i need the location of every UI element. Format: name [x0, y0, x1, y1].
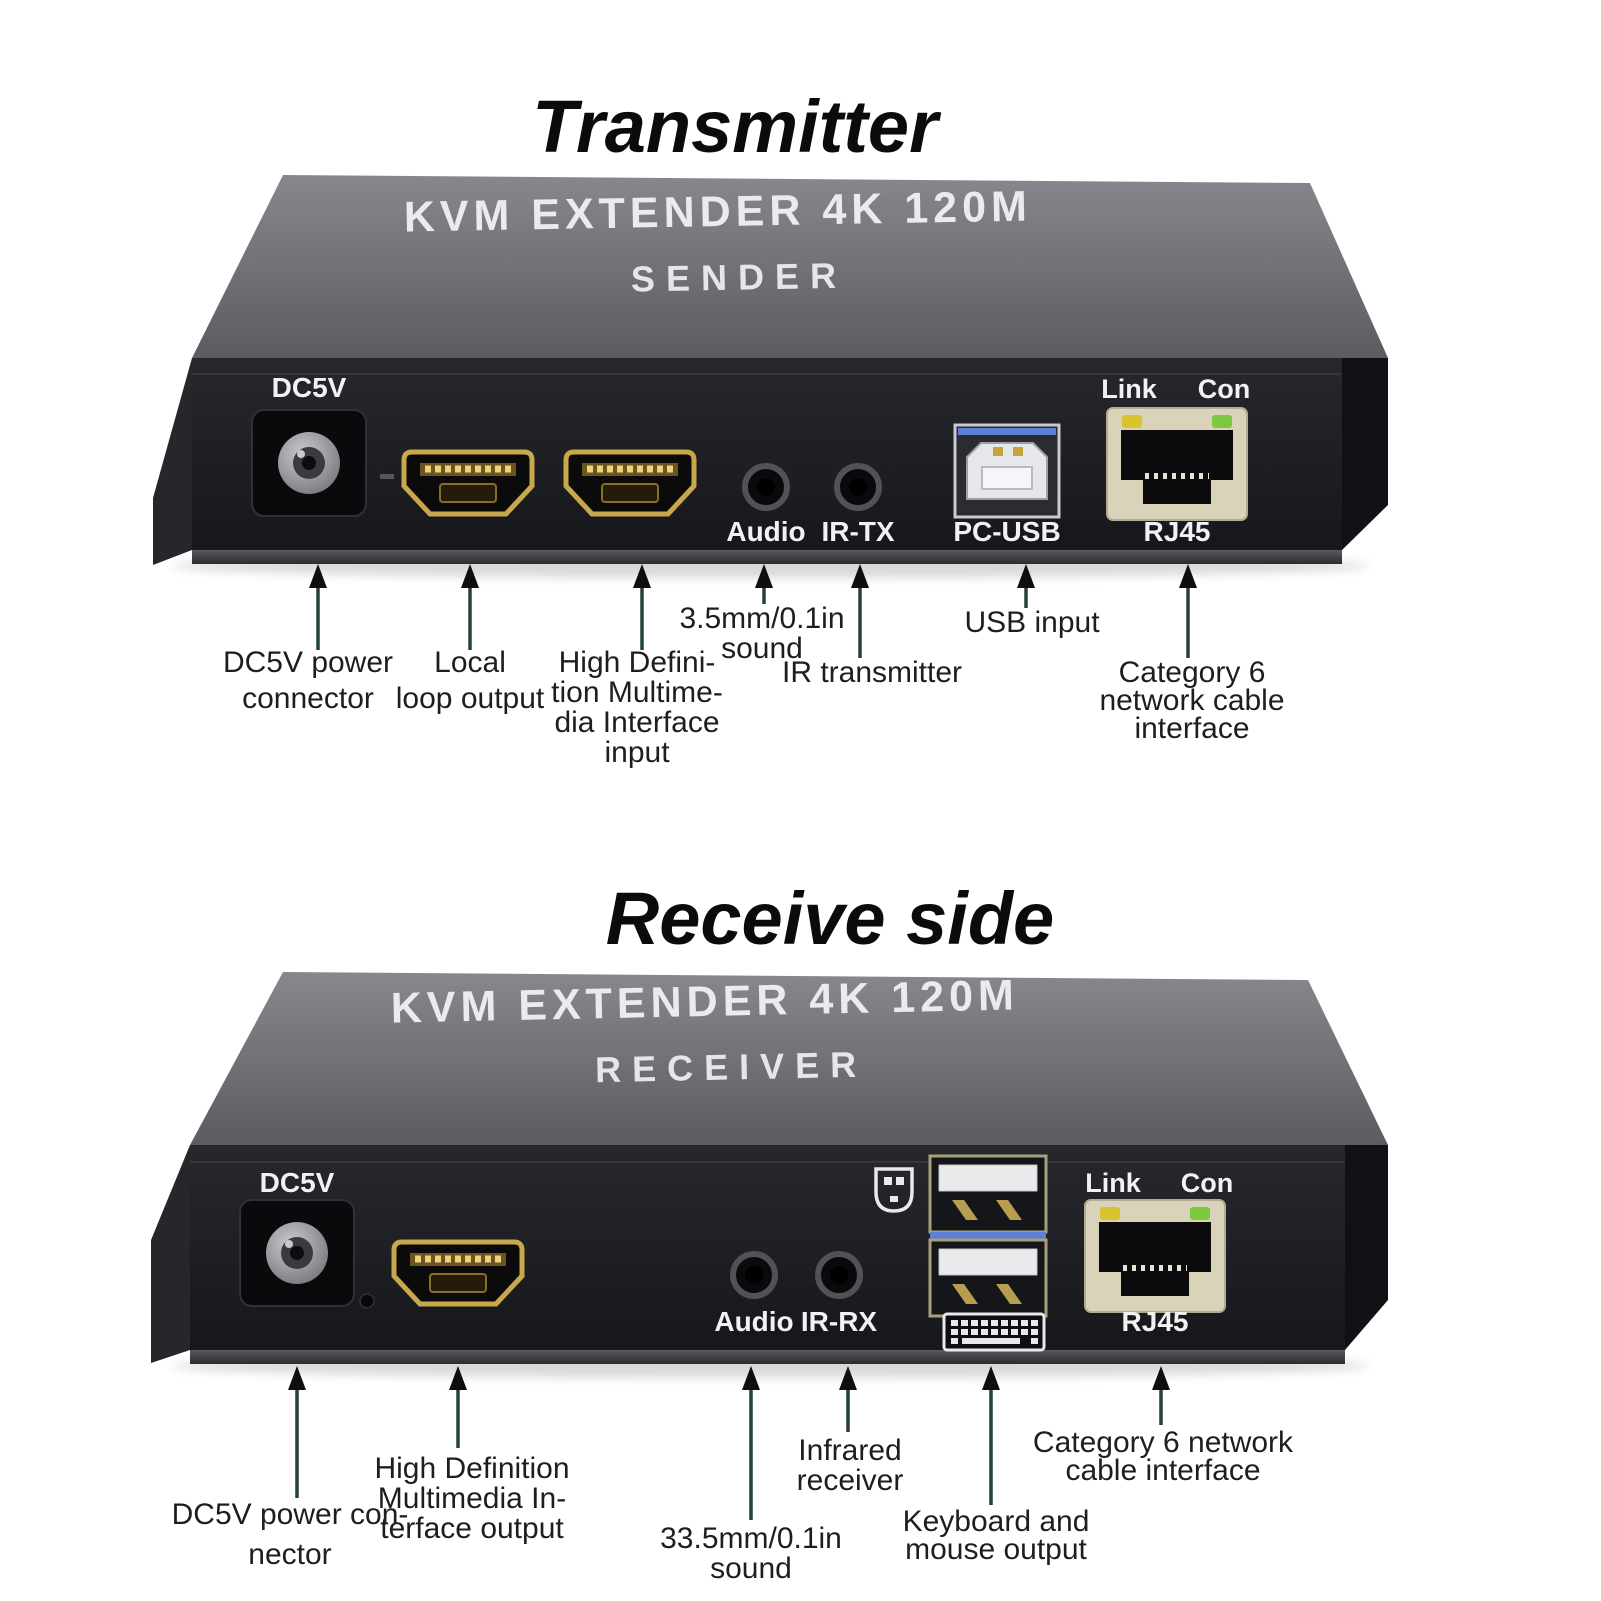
usb-glow-divider — [930, 1232, 1046, 1240]
transmitter-right-face — [1342, 358, 1388, 550]
ir-tx-jack — [837, 466, 879, 508]
dc5v-jack — [239, 1199, 355, 1307]
callout-arrow-dc5v — [309, 564, 327, 650]
hdmi-port-input — [566, 452, 694, 514]
callout-arrow-ir-tx — [851, 564, 869, 658]
callout-line: Category 6 — [1119, 656, 1266, 689]
receiver-top-face — [190, 972, 1388, 1145]
ir-rx-label: IR-RX — [801, 1306, 878, 1337]
hdmi-port-loop-out — [404, 452, 532, 514]
callout-line: 33.5mm/0.1in — [660, 1522, 842, 1555]
keyboard-icon — [942, 1312, 1046, 1352]
audio-label: Audio — [714, 1306, 793, 1337]
receiver-callout-arrows — [288, 1366, 1170, 1520]
callout-line: High Definition — [374, 1452, 569, 1485]
usb-a-port-bottom — [928, 1238, 1048, 1318]
receiver-title: Receive side — [606, 877, 1054, 960]
status-led-hole — [359, 1293, 375, 1309]
transmitter-callout-arrows — [309, 564, 1197, 658]
callout-line: terface output — [380, 1512, 564, 1545]
receiver-callout-labels: DC5V power con- nector High Definition M… — [172, 1426, 1294, 1585]
callout-line: tion Multime- — [551, 676, 723, 709]
callout-line: mouse output — [905, 1533, 1087, 1566]
usb-a-port-top — [928, 1154, 1048, 1234]
ir-rx-jack — [818, 1254, 860, 1296]
pc-usb-label: PC-USB — [953, 516, 1060, 547]
callout-line: Category 6 network — [1033, 1426, 1294, 1459]
callout-line: cable interface — [1065, 1454, 1260, 1487]
rj45-label: RJ45 — [1144, 516, 1211, 547]
callout-line: sound — [710, 1552, 792, 1585]
receiver-receiver-text: RECEIVER — [595, 1044, 868, 1091]
dc5v-jack — [251, 409, 367, 517]
transmitter-device: KVM EXTENDER 4K 120M SENDER DC5V Audio I… — [153, 175, 1388, 578]
callout-arrow-rj45 — [1179, 564, 1197, 658]
callout-arrow-ir-rx — [839, 1366, 857, 1432]
callout-line: 3.5mm/0.1in — [679, 602, 844, 635]
callout-line: nector — [248, 1538, 331, 1571]
rj45-port — [1085, 1200, 1225, 1312]
panel-dash — [380, 474, 394, 479]
dc5v-label: DC5V — [260, 1167, 335, 1198]
receiver-section: Receive side KVM EXTENDER 4K 120M RECEIV… — [151, 877, 1388, 1585]
rj45-label: RJ45 — [1122, 1306, 1189, 1337]
callout-arrow-hdmi-out — [449, 1366, 467, 1448]
audio-jack — [745, 466, 787, 508]
receiver-right-face — [1345, 1145, 1388, 1350]
pc-usb-port — [953, 423, 1061, 519]
callout-line: Infrared — [798, 1434, 901, 1467]
mouse-icon — [874, 1167, 914, 1213]
hdmi-port-output — [394, 1242, 522, 1304]
transmitter-top-text: KVM EXTENDER 4K 120M — [403, 183, 1032, 242]
ir-tx-label: IR-TX — [821, 516, 894, 547]
callout-line: dia Interface — [554, 706, 719, 739]
callout-line: Multimedia In- — [378, 1482, 566, 1515]
transmitter-callout-labels: DC5V power connector Local loop output H… — [223, 602, 1285, 769]
callout-line: High Defini- — [559, 646, 716, 679]
callout-arrow-kbm — [982, 1366, 1000, 1505]
transmitter-top-face — [192, 175, 1388, 358]
transmitter-left-face — [153, 358, 192, 565]
transmitter-sender-text: SENDER — [631, 255, 848, 300]
receiver-bottom-lip — [190, 1350, 1345, 1364]
transmitter-title: Transmitter — [532, 85, 942, 168]
transmitter-bottom-lip — [192, 550, 1342, 564]
callout-line: receiver — [797, 1464, 904, 1497]
audio-label: Audio — [726, 516, 805, 547]
link-led-label: Link — [1085, 1168, 1141, 1198]
transmitter-section: Transmitter KVM EXTENDER 4K 120M SENDER … — [153, 85, 1388, 769]
callout-line: input — [604, 736, 670, 769]
callout-arrow-audio — [755, 564, 773, 604]
callout-line: network cable — [1099, 684, 1284, 717]
callout-line: connector — [242, 682, 374, 715]
callout-arrow-dc5v — [288, 1366, 306, 1498]
callout-line: Local — [434, 646, 506, 679]
callout-arrow-hdmi-in — [633, 564, 651, 650]
callout-line: Keyboard and — [903, 1505, 1090, 1538]
callout-line: interface — [1134, 712, 1249, 745]
receiver-device: KVM EXTENDER 4K 120M RECEIVER DC5V Audio… — [151, 971, 1388, 1378]
receiver-left-face — [151, 1145, 190, 1363]
con-led-label: Con — [1181, 1168, 1233, 1198]
callout-line: loop output — [396, 682, 545, 715]
callout-line: sound — [721, 632, 803, 665]
callout-line: DC5V power con- — [172, 1498, 409, 1531]
rj45-port — [1107, 408, 1247, 520]
callout-line: USB input — [964, 606, 1100, 639]
callout-arrow-loop-out — [461, 564, 479, 650]
callout-line: DC5V power — [223, 646, 393, 679]
link-led-label: Link — [1101, 374, 1157, 404]
audio-jack — [733, 1254, 775, 1296]
callout-arrow-audio — [742, 1366, 760, 1520]
dc5v-label: DC5V — [272, 372, 347, 403]
con-led-label: Con — [1198, 374, 1250, 404]
callout-line: IR transmitter — [782, 656, 962, 689]
callout-arrow-usb — [1017, 564, 1035, 608]
callout-arrow-rj45 — [1152, 1366, 1170, 1425]
